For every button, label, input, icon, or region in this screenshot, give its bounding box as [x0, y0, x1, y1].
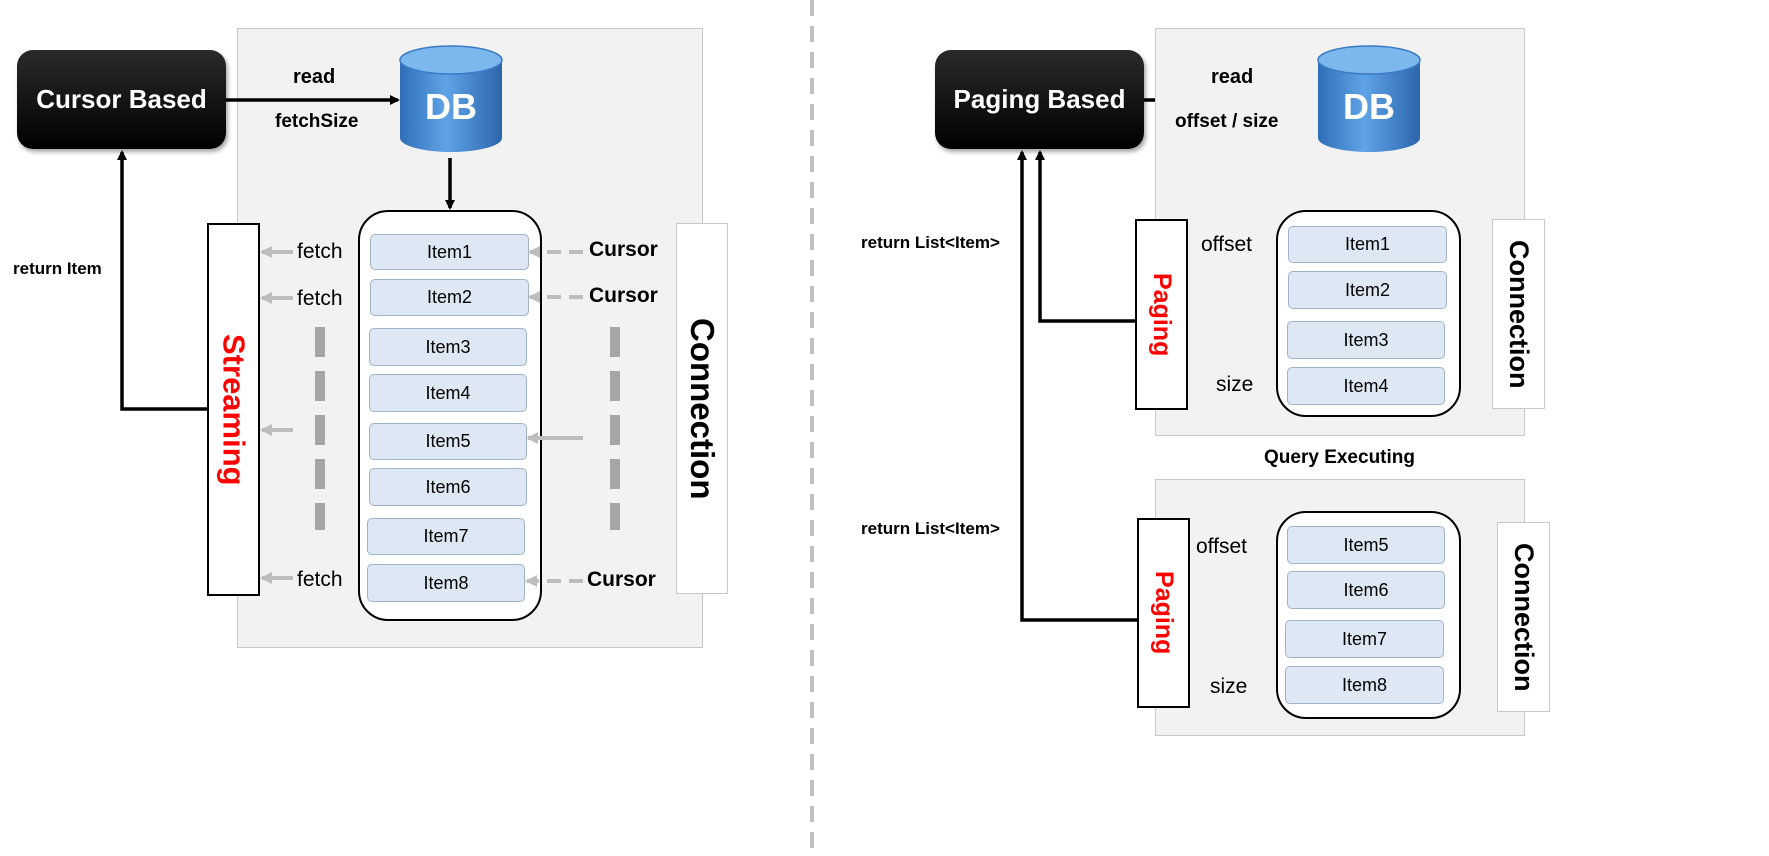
streaming-label: Streaming [216, 333, 252, 486]
paging-item: Item4 [1287, 367, 1445, 405]
cursor-item: Item8 [367, 564, 525, 602]
offset-label: offset [1201, 233, 1252, 256]
paging-db-label: DB [1343, 86, 1395, 127]
database-icon [1317, 45, 1421, 152]
cursor-label: Cursor [589, 284, 658, 307]
paging-connection-box-1: Connection [1492, 219, 1545, 409]
paging-box-1: Paging [1135, 219, 1188, 410]
paging-item: Item5 [1287, 526, 1445, 564]
paging-label: Paging [1148, 272, 1176, 357]
size-label: size [1210, 675, 1248, 698]
paging-connection-label: Connection [1504, 239, 1534, 389]
paging-read-label: read [1211, 66, 1254, 88]
cursor-item: Item4 [369, 374, 527, 412]
paging-connection-box-2: Connection [1497, 522, 1550, 712]
cursor-db-label: DB [425, 86, 477, 127]
return-item-label: return Item [13, 259, 102, 278]
cursor-based-box: Cursor Based [17, 50, 226, 149]
paging-based-box: Paging Based [935, 50, 1144, 149]
paging-label: Paging [1150, 571, 1178, 655]
cursor-item: Item7 [367, 518, 525, 555]
return-list-arrow-1 [1035, 150, 1136, 323]
paging-item: Item2 [1288, 271, 1447, 309]
database-icon [399, 45, 503, 152]
paging-box-2: Paging [1137, 518, 1190, 708]
cursor-db-cylinder: DB [396, 40, 506, 160]
paging-item: Item6 [1287, 571, 1445, 609]
cursor-label: Cursor [589, 238, 658, 261]
paging-item: Item7 [1285, 620, 1444, 658]
size-label: size [1216, 373, 1254, 396]
paging-item: Item1 [1288, 226, 1447, 263]
cursor-item: Item3 [369, 328, 527, 366]
cursor-item: Item6 [369, 468, 527, 506]
fetch-label: fetch [297, 287, 343, 310]
query-executing-label: Query Executing [1264, 447, 1415, 468]
fetch-label: fetch [297, 240, 343, 263]
offset-size-label: offset / size [1175, 111, 1279, 132]
streaming-box: Streaming [207, 223, 260, 596]
return-item-arrow [117, 150, 207, 411]
offset-label: offset [1196, 535, 1247, 558]
fetch-size-label: fetchSize [275, 111, 359, 132]
cursor-connection-box: Connection [676, 223, 728, 594]
cursor-read-label: read [293, 66, 336, 88]
return-list-label: return List<Item> [861, 519, 1000, 538]
cursor-item: Item2 [370, 279, 529, 316]
cursor-based-label: Cursor Based [36, 84, 207, 114]
return-list-arrow-2 [1017, 150, 1138, 622]
cursor-item: Item5 [369, 423, 527, 460]
return-list-label: return List<Item> [861, 233, 1000, 252]
paging-based-label: Paging Based [953, 84, 1126, 114]
paging-db-cylinder: DB [1314, 40, 1424, 160]
paging-item: Item3 [1287, 321, 1445, 359]
cursor-connection-label: Connection [684, 317, 721, 500]
paging-item: Item8 [1285, 666, 1444, 704]
cursor-item: Item1 [370, 234, 529, 270]
paging-connection-label: Connection [1509, 542, 1539, 692]
fetch-label: fetch [297, 568, 343, 591]
cursor-label: Cursor [587, 568, 656, 591]
